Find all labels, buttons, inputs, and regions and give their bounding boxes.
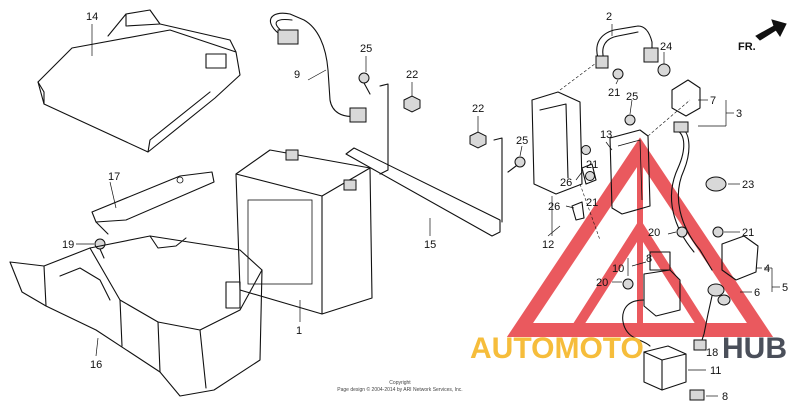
part-21-bolt[interactable] <box>585 171 595 181</box>
part-20-bolt[interactable] <box>622 278 634 290</box>
watermark-hub: HUB <box>722 332 787 365</box>
callout-20b: 20 <box>596 277 608 289</box>
part-4-relay-cover[interactable] <box>721 235 759 281</box>
part-23-grommet[interactable] <box>705 176 727 192</box>
callout-6: 6 <box>754 287 760 299</box>
callout-18: 18 <box>706 347 718 359</box>
callout-7: 7 <box>710 95 716 107</box>
part-10-starter-relay[interactable] <box>622 269 681 347</box>
callout-24: 24 <box>660 41 672 53</box>
callout-21c: 21 <box>586 197 598 209</box>
callout-23: 23 <box>742 179 754 191</box>
part-20-bolt[interactable] <box>676 226 688 238</box>
callout-20a: 20 <box>648 227 660 239</box>
callout-21b: 21 <box>586 159 598 171</box>
part-25-bolt[interactable] <box>358 72 371 95</box>
copyright-line-2: Page design © 2004-2014 by ARI Network S… <box>337 386 462 393</box>
part-7-terminal-cover[interactable] <box>671 79 701 117</box>
part-26-clip[interactable] <box>571 201 585 221</box>
callout-14: 14 <box>86 11 98 23</box>
copyright-notice: Copyright Page design © 2004-2014 by ARI… <box>337 380 462 393</box>
callout-26b: 26 <box>548 201 560 213</box>
callout-13: 13 <box>600 129 612 141</box>
callout-22b: 22 <box>472 103 484 115</box>
front-direction-label: FR. <box>738 41 756 53</box>
callout-1: 1 <box>296 325 302 337</box>
callout-21a: 21 <box>608 87 620 99</box>
callout-12: 12 <box>542 239 554 251</box>
part-21-bolt[interactable] <box>581 145 591 155</box>
part-22-nut[interactable] <box>469 131 487 149</box>
callout-5: 5 <box>782 282 788 294</box>
callout-25b: 25 <box>516 135 528 147</box>
part-1-battery[interactable] <box>235 149 373 315</box>
part-24-bolt[interactable] <box>657 63 671 77</box>
watermark-text: AUTOMOTO HUB <box>470 332 787 365</box>
part-25-bolt[interactable] <box>507 156 526 173</box>
callout-26a: 26 <box>560 177 572 189</box>
part-26-clip[interactable] <box>581 163 597 185</box>
callout-9: 9 <box>294 69 300 81</box>
part-8-relay-terminal[interactable] <box>649 251 671 271</box>
callout-17: 17 <box>108 171 120 183</box>
front-direction-arrow: FR. <box>738 19 787 53</box>
copyright-line-1: Copyright <box>389 380 411 386</box>
callout-19: 19 <box>62 239 74 251</box>
part-25-bolt[interactable] <box>624 114 636 126</box>
part-22-nut[interactable] <box>403 95 421 113</box>
part-16-battery-box[interactable] <box>9 235 263 397</box>
leader-lines <box>76 24 780 397</box>
callout-21d: 21 <box>742 227 754 239</box>
callout-15: 15 <box>424 239 436 251</box>
part-17-battery-band[interactable] <box>91 171 215 235</box>
part-6-terminal[interactable] <box>707 283 731 306</box>
watermark-automoto: AUTOMOTO <box>470 332 644 365</box>
callout-22a: 22 <box>406 69 418 81</box>
part-9-negative-cable[interactable] <box>269 12 367 123</box>
part-21-bolt[interactable] <box>712 226 724 238</box>
callout-25a: 25 <box>360 43 372 55</box>
callout-2: 2 <box>606 11 612 23</box>
part-14-battery-cover[interactable] <box>37 9 241 153</box>
callout-3: 3 <box>736 108 742 120</box>
callout-16: 16 <box>90 359 102 371</box>
callout-4: 4 <box>764 263 770 275</box>
part-21-bolt[interactable] <box>612 68 624 80</box>
part-15-battery-stay[interactable] <box>345 83 503 237</box>
part-19-bolt[interactable] <box>94 238 106 259</box>
part-2-positive-cable[interactable] <box>595 25 659 69</box>
part-8-fuse[interactable] <box>689 389 705 401</box>
callout-8a: 8 <box>646 253 652 265</box>
callout-10: 10 <box>612 263 624 275</box>
part-callouts: 14 9 17 19 16 1 15 25 22 22 25 2 24 21 2… <box>62 11 788 403</box>
callout-25c: 25 <box>626 91 638 103</box>
callout-11: 11 <box>710 365 721 377</box>
part-18-ground-cable[interactable] <box>693 295 713 351</box>
part-12-fuse-box[interactable] <box>531 59 691 241</box>
part-11-relay[interactable] <box>643 345 687 391</box>
callout-8b: 8 <box>722 391 728 403</box>
